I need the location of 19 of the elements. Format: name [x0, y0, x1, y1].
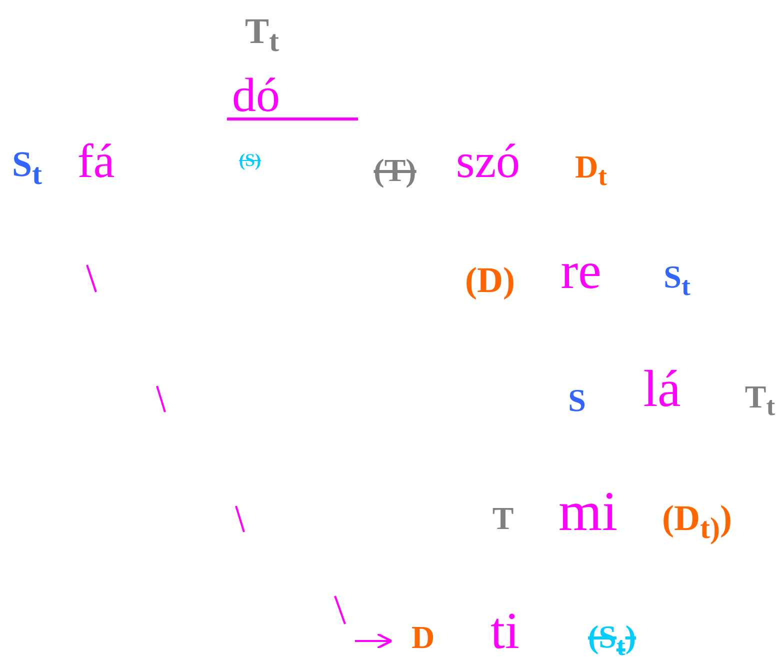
function-label: (D) — [465, 262, 515, 298]
solfege-syllable: ti — [490, 606, 520, 657]
function-label: (D$_{t)}$) — [662, 500, 732, 544]
function-label: (T) — [374, 154, 416, 186]
solfege-syllable: lá — [643, 364, 681, 416]
function-label: T$_{t}$ — [744, 380, 776, 420]
function-label: S — [568, 384, 586, 416]
solfege-syllable: szó — [456, 138, 520, 186]
function-label: (S) — [239, 151, 261, 169]
solfege-syllable: fá — [77, 138, 115, 186]
solfege-syllable: re — [560, 246, 602, 298]
solfege-syllable: mi — [558, 484, 618, 540]
function-label: D — [411, 621, 435, 653]
function-label: D$_{t}$ — [575, 150, 607, 190]
solfege-syllable: dó — [232, 72, 280, 120]
function-label: T — [492, 502, 514, 534]
function-label: T$_{t}$ — [245, 12, 279, 58]
function-label: S$_{t}$ — [12, 146, 42, 190]
function-label: S$_{t}$ — [664, 260, 690, 300]
